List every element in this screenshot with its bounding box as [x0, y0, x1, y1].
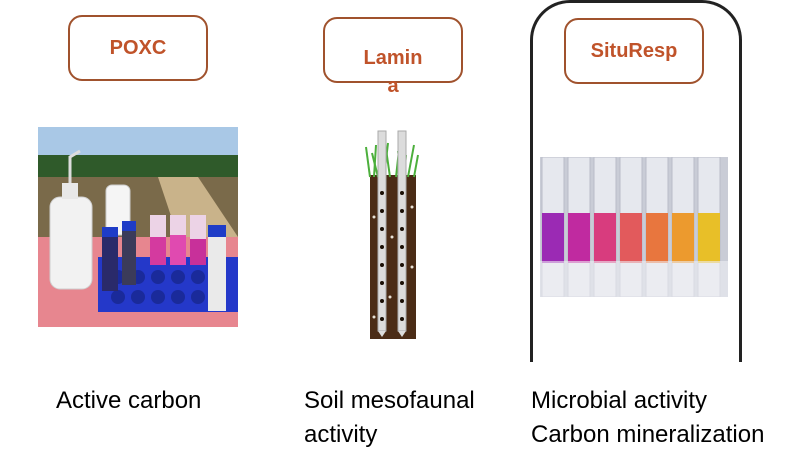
lamina-label-line-1: Lamin [363, 47, 423, 69]
situresp-caption-line-2: Carbon mineralization [531, 421, 765, 448]
lamina-strip-right [397, 130, 407, 337]
situresp-frame [530, 0, 742, 362]
situresp-label-box: SituResp [564, 18, 704, 84]
soil-lamina-illustration [360, 127, 426, 339]
lamina-label-line-2: a [387, 75, 399, 97]
situresp-caption: Microbial activity Carbon mineralization [531, 384, 764, 452]
lamina-strip-left [377, 130, 387, 337]
poxc-photo-scene [38, 127, 238, 327]
situresp-vials-photo [540, 157, 728, 297]
poxc-caption: Active carbon [56, 384, 201, 418]
soil-lamina-strip-icon [365, 130, 419, 339]
lamina-caption: Soil mesofaunal activity [304, 384, 475, 452]
vial-row-icon [540, 157, 728, 297]
situresp-label: SituResp [590, 40, 678, 62]
poxc-field-photo [38, 127, 238, 327]
lamina-label-box: Lamin a [323, 17, 463, 97]
lamina-caption-line-1: Soil mesofaunal [304, 387, 475, 414]
lamina-caption-line-2: activity [304, 421, 378, 448]
poxc-label: POXC [109, 37, 167, 59]
poxc-label-box: POXC [68, 15, 208, 81]
situresp-caption-line-1: Microbial activity [531, 387, 708, 414]
wash-bottle-icon [49, 149, 93, 290]
poxc-caption-line-1: Active carbon [56, 387, 202, 414]
